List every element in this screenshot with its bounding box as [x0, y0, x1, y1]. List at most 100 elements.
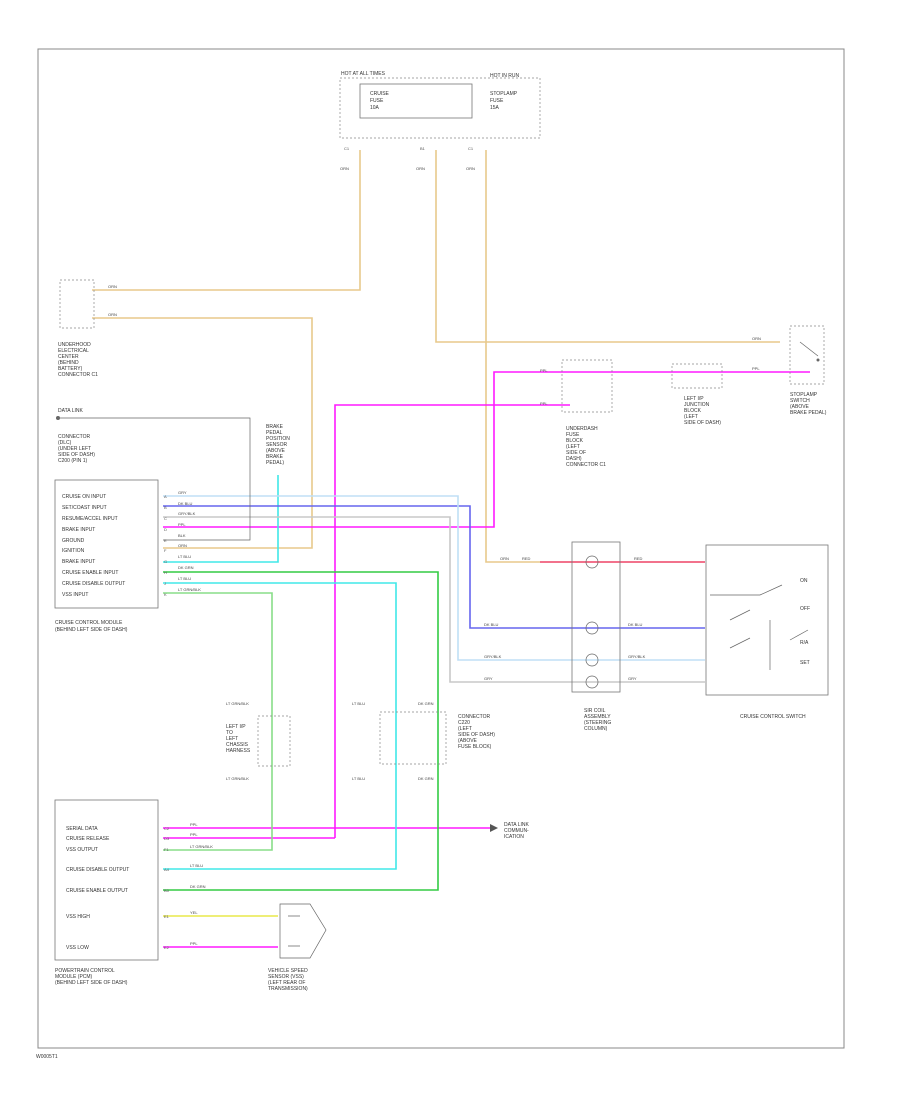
underhood-line-1: UNDERHOOD: [58, 342, 91, 348]
fuse-block-right-line-3: 15A: [490, 105, 500, 111]
clockspring-wire-4: GRY/BLK: [484, 654, 502, 659]
underdash-line-2: FUSE: [566, 432, 580, 438]
clockspring-wire-7: DK BLU: [628, 622, 643, 627]
vss-line-1: VEHICLE SPEED: [268, 968, 308, 974]
pcm-wire-1: PPL: [190, 822, 198, 827]
ccm-pin-10: K: [164, 592, 167, 597]
clockspring-line-1: SIR COIL: [584, 708, 606, 714]
pcm-wire-7: PPL: [190, 941, 198, 946]
stoplamp-wire-2: PPL: [752, 366, 760, 371]
brake-line-3: POSITION: [266, 436, 290, 442]
ccm-title-2: (BEHIND LEFT SIDE OF DASH): [55, 627, 128, 633]
dlc-line-1: DATA LINK: [58, 408, 83, 414]
c210-line-3: LEFT: [226, 736, 238, 742]
clockspring-wire-3: DK BLU: [484, 622, 499, 627]
fuse-block: HOT AT ALL TIMES CRUISE FUSE 10A HOT IN …: [339, 71, 541, 171]
ccm-pin-label-4: BRAKE INPUT: [62, 527, 95, 533]
underdash-line-7: CONNECTOR C1: [566, 462, 606, 468]
underhood-block: UNDERHOOD ELECTRICAL CENTER (BEHIND BATT…: [58, 279, 117, 378]
ccm-pin-label-3: RESUME/ACCEL INPUT: [62, 516, 118, 522]
stoplamp-wire-1: ORN: [752, 336, 761, 341]
left-jb-line-2: JUNCTION: [684, 402, 710, 408]
fuse-pin-1: C1: [344, 146, 350, 151]
ccm-pin-9: J: [164, 581, 166, 586]
ccm-wire-10: LT GRN/BLK: [178, 587, 201, 592]
wire-orange-1: [92, 150, 361, 291]
wire-gray-1: [163, 516, 705, 683]
underdash-wire-2: PPL: [540, 401, 548, 406]
pcm-title-2: MODULE (PCM): [55, 974, 93, 980]
wire-label-org-3: ORN: [466, 166, 475, 171]
wire-label-org-4: ORN: [108, 284, 117, 289]
underdash-wire-1: PPL: [540, 368, 548, 373]
ccm-pin-label-2: SET/COAST INPUT: [62, 505, 107, 511]
pcm-title-3: (BEHIND LEFT SIDE OF DASH): [55, 980, 128, 986]
data-link-line-3: ICATION: [504, 834, 524, 840]
ccm-pin-label-9: CRUISE DISABLE OUTPUT: [62, 581, 125, 587]
ccm-wire-3: GRY/BLK: [178, 511, 196, 516]
stoplamp-line-1: STOPLAMP: [790, 392, 818, 398]
c210-line-5: HARNESS: [226, 748, 251, 754]
pcm-pin-label-5: CRUISE ENABLE OUTPUT: [66, 888, 128, 894]
stoplamp-line-3: (ABOVE: [790, 404, 810, 410]
wire-orange-2: [92, 317, 313, 549]
dlc-line-5: SIDE OF DASH): [58, 452, 95, 458]
ccm-wire-5: BLK: [178, 533, 186, 538]
dlc-block: DATA LINK CONNECTOR (DLC) (UNDER LEFT SI…: [56, 408, 95, 464]
pcm: SERIAL DATA CRUISE RELEASE VSS OUTPUT CR…: [54, 799, 213, 986]
cruise-control-switch: ON OFF R/A SET CRUISE CONTROL SWITCH: [705, 544, 829, 720]
clockspring-line-2: ASSEMBLY: [584, 714, 611, 720]
c220-line-4: SIDE OF DASH): [458, 732, 495, 738]
ccm-wire-8: DK GRN: [178, 565, 194, 570]
c220-line-1: CONNECTOR: [458, 714, 491, 720]
ccm-wire-9: LT BLU: [178, 576, 191, 581]
pcm-wire-5: DK GRN: [190, 884, 206, 889]
clockspring: SIR COIL ASSEMBLY (STEERING COLUMN) ORN …: [484, 541, 646, 732]
pcm-wire-3: LT GRN/BLK: [190, 844, 213, 849]
wire-cyan-2: [163, 582, 397, 870]
wire-magenta-1: [334, 404, 570, 838]
pcm-pin-label-2: CRUISE RELEASE: [66, 836, 110, 842]
connector-c220: CONNECTOR C220 (LEFT SIDE OF DASH) (ABOV…: [352, 701, 495, 781]
ccm-pin-label-6: IGNITION: [62, 548, 85, 554]
left-jb-line-1: LEFT I/P: [684, 396, 704, 402]
underhood-line-2: ELECTRICAL: [58, 348, 89, 354]
ccm-pin-label-10: VSS INPUT: [62, 592, 88, 598]
underhood-line-4: (BEHIND: [58, 360, 79, 366]
brake-line-7: PEDAL): [266, 460, 284, 466]
wire-ground-1: [60, 417, 251, 541]
clockspring-wire-2: RED: [522, 556, 531, 561]
pcm-pin-3: F1: [164, 847, 169, 852]
wire-label-org-2: ORN: [416, 166, 425, 171]
wire-label-org-5: ORN: [108, 312, 117, 317]
underdash-fuse-block: UNDERDASH FUSE BLOCK (LEFT SIDE OF DASH)…: [540, 359, 613, 468]
clockspring-wire-9: GRY: [628, 676, 637, 681]
fuse-block-line-3: 10A: [370, 105, 380, 111]
ccm-wire-7: LT BLU: [178, 554, 191, 559]
clockspring-wire-6: RED: [634, 556, 643, 561]
c210-wire-1: LT GRN/BLK: [226, 701, 249, 706]
c220-wire-3: LT BLU: [352, 776, 365, 781]
clockspring-wire-8: GRY/BLK: [628, 654, 646, 659]
ccm-pin-4: D: [164, 527, 167, 532]
ccm-pin-3: C: [164, 516, 167, 521]
wire-lightblue-1: [163, 495, 705, 661]
pcm-pin-6: E1: [164, 914, 170, 919]
wire-lightgreen-1: [163, 592, 273, 851]
ccm-title-1: CRUISE CONTROL MODULE: [55, 620, 123, 626]
underhood-line-3: CENTER: [58, 354, 79, 360]
data-link-line-1: DATA LINK: [504, 822, 529, 828]
c220-wire-2: DK GRN: [418, 701, 434, 706]
left-junction-block: LEFT I/P JUNCTION BLOCK (LEFT SIDE OF DA…: [671, 363, 723, 426]
pcm-wire-2: PPL: [190, 832, 198, 837]
fuse-block-right-line-1: STOPLAMP: [490, 91, 518, 97]
ccs-label-2: OFF: [800, 606, 810, 612]
clockspring-wire-1: ORN: [500, 556, 509, 561]
brake-switch-label: BRAKE PEDAL POSITION SENSOR (ABOVE BRAKE…: [266, 424, 290, 466]
c210-line-4: CHASSIS: [226, 742, 249, 748]
clockspring-wire-5: GRY: [484, 676, 493, 681]
data-link-arrow: DATA LINK COMMUN- ICATION: [490, 822, 529, 840]
c220-wire-4: DK GRN: [418, 776, 434, 781]
underdash-line-3: BLOCK: [566, 438, 584, 444]
